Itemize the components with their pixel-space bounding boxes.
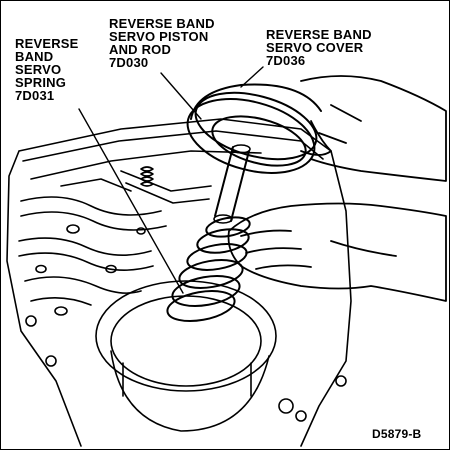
callout-line: AND ROD — [109, 42, 172, 57]
callout-line: SPRING — [15, 75, 67, 90]
case-flange — [22, 130, 324, 162]
callout-servo-cover: REVERSE BAND SERVO COVER 7D036 — [266, 28, 372, 67]
leader-lines — [78, 66, 264, 294]
piston-rod — [213, 144, 251, 224]
callout-line: REVERSE BAND — [109, 16, 215, 31]
case-rim — [30, 150, 262, 180]
callout-line: 7D031 — [15, 88, 55, 103]
servo-cover — [186, 83, 322, 174]
callout-line: 7D030 — [109, 55, 149, 70]
small-coil-spring — [140, 166, 154, 187]
leader-piston — [160, 72, 202, 120]
figure-code: D5879-B — [372, 427, 422, 441]
hands — [227, 75, 447, 302]
callout-line: SERVO COVER — [266, 40, 364, 55]
callout-line: REVERSE BAND — [266, 27, 372, 42]
servo-spring-coils — [166, 216, 251, 322]
callout-servo-piston: REVERSE BAND SERVO PISTON AND ROD 7D030 — [109, 17, 215, 69]
case-bolts — [25, 315, 347, 422]
callout-line: 7D036 — [266, 53, 306, 68]
callout-servo-spring: REVERSE BAND SERVO SPRING 7D031 — [15, 37, 79, 102]
transmission-case — [6, 118, 352, 447]
callout-line: BAND — [15, 49, 54, 64]
valve-body-channels — [18, 170, 212, 316]
callout-line: REVERSE — [15, 36, 79, 51]
callout-line: SERVO — [15, 62, 62, 77]
leader-cover — [240, 66, 264, 88]
callout-line: SERVO PISTON — [109, 29, 209, 44]
servo-bore — [95, 280, 277, 432]
leader-spring — [78, 108, 184, 294]
